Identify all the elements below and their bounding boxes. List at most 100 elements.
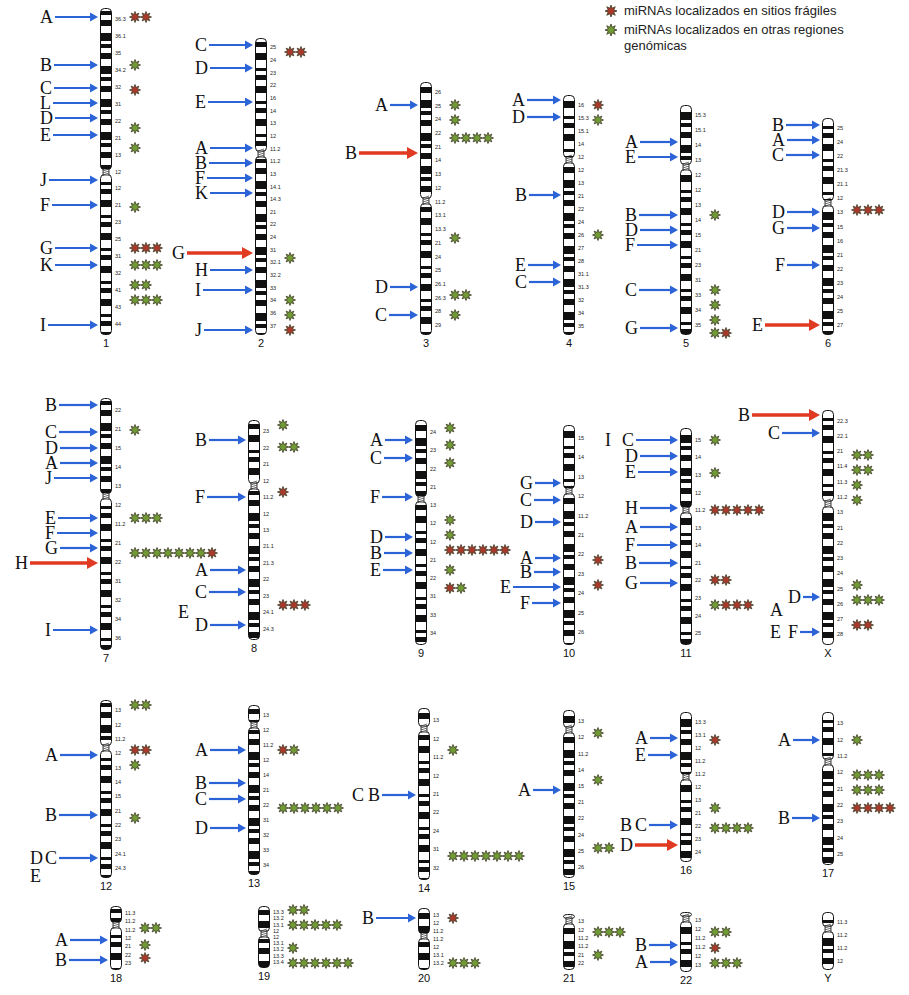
- band-label: 24.1: [263, 609, 274, 615]
- band-label: 25: [435, 103, 441, 109]
- mirna-star: [448, 913, 459, 924]
- band-label: 11.2: [115, 521, 125, 527]
- mirna-star: [152, 548, 163, 559]
- centromere: [103, 491, 109, 499]
- chromosome: 6: [822, 118, 834, 350]
- locus-letter: E: [370, 561, 381, 579]
- mirna-star: [141, 513, 152, 524]
- blue-arrow: [48, 321, 98, 330]
- band-label: 23: [695, 595, 701, 601]
- locus-letter: B: [45, 806, 57, 824]
- locus-letter: C: [520, 491, 532, 509]
- band-label: 13: [263, 527, 269, 533]
- mirna-star: [593, 775, 604, 786]
- band-label: 26: [578, 629, 584, 635]
- blue-arrow: [650, 734, 678, 743]
- band-label: 24: [433, 828, 439, 834]
- locus-letter: A: [370, 431, 383, 449]
- band-label: 27: [837, 322, 843, 328]
- locus-letter: E: [752, 316, 763, 334]
- band-label: 21.3: [263, 560, 274, 566]
- band-label: 13: [578, 718, 584, 724]
- band-label: 14: [578, 454, 584, 460]
- mirna-star: [278, 745, 289, 756]
- mirna-star: [470, 851, 481, 862]
- blue-arrow: [535, 518, 561, 527]
- blue-arrow: [207, 174, 253, 183]
- band-label: 22: [270, 221, 276, 227]
- blue-arrow: [69, 956, 108, 965]
- blue-arrow: [640, 523, 678, 532]
- band-label: 12: [578, 734, 584, 740]
- legend-text: miRNAs localizados en otras regiones gen…: [624, 22, 886, 54]
- chromosome-arm: [259, 907, 270, 932]
- mirna-star: [130, 700, 141, 711]
- centromere: [566, 155, 572, 163]
- locus-letter: F: [40, 196, 50, 214]
- band-label: 23: [270, 70, 276, 76]
- band-label: 22: [125, 952, 131, 958]
- chromosome-arm: [419, 909, 430, 934]
- chromosome-ideogram: [248, 705, 260, 875]
- band-label: 22: [270, 82, 276, 88]
- locus-letter: C: [772, 146, 784, 164]
- band-label: 12: [433, 773, 439, 779]
- locus-letter: A: [778, 731, 791, 749]
- blue-arrow: [638, 468, 678, 477]
- mirna-star: [445, 530, 456, 541]
- mirna-star: [593, 555, 604, 566]
- mirna-star: [343, 958, 354, 969]
- chromosome-outline: [564, 924, 575, 970]
- locus-letter: G: [40, 239, 53, 257]
- mirna-star: [852, 770, 863, 781]
- chromosome-arm: [101, 499, 112, 650]
- mirna-star: [863, 595, 874, 606]
- band-label: 11.2: [578, 935, 588, 941]
- mirna-star: [874, 770, 885, 781]
- chromosome-arm: [564, 494, 575, 645]
- mirna-star: [605, 5, 617, 17]
- locus-letter: A: [635, 953, 648, 971]
- chromosome-number: Y: [808, 972, 848, 985]
- blue-arrow: [60, 444, 98, 453]
- mirna-star: [852, 450, 863, 461]
- band-label: 25: [435, 267, 441, 273]
- band-label: 32: [578, 297, 584, 303]
- band-label: 13: [115, 152, 121, 158]
- band-label: 21: [125, 943, 131, 949]
- band-label: 12: [115, 750, 121, 756]
- blue-arrow: [210, 266, 253, 275]
- band-label: 22: [837, 266, 843, 272]
- mirna-star: [140, 923, 151, 934]
- chromosome-ideogram: [415, 420, 427, 645]
- mirna-star: [130, 745, 141, 756]
- mirna-star: [710, 600, 721, 611]
- locus-letter: B: [778, 809, 790, 827]
- chromosome: 2: [255, 38, 267, 350]
- locus-letter: A: [512, 91, 525, 109]
- band-label: 31: [270, 247, 276, 253]
- blue-arrow: [382, 493, 413, 502]
- locus-letter: D: [195, 819, 208, 837]
- chromosome-number: 1: [86, 337, 126, 350]
- chromosome-ideogram: [100, 8, 112, 335]
- locus-letter: F: [195, 488, 205, 506]
- band-label: 11.3: [125, 910, 135, 916]
- mirna-star: [593, 728, 604, 739]
- chromosome-outline: [416, 421, 427, 497]
- blue-arrow: [535, 479, 561, 488]
- blue-arrow: [53, 626, 98, 635]
- chromosome: 16: [680, 712, 692, 877]
- mirna-star: [459, 851, 470, 862]
- mirna-star: [130, 260, 141, 271]
- chromosome-arm: [823, 507, 834, 645]
- mirna-star: [288, 943, 299, 954]
- mirna-star: [141, 745, 152, 756]
- chromosome-number: 20: [404, 972, 444, 985]
- locus-letter: B: [625, 554, 637, 572]
- band-label: 24: [837, 139, 843, 145]
- mirna-star: [710, 328, 721, 339]
- centromere: [261, 929, 267, 937]
- chromosome-number: 13: [234, 877, 274, 890]
- band-label: 21: [270, 209, 276, 215]
